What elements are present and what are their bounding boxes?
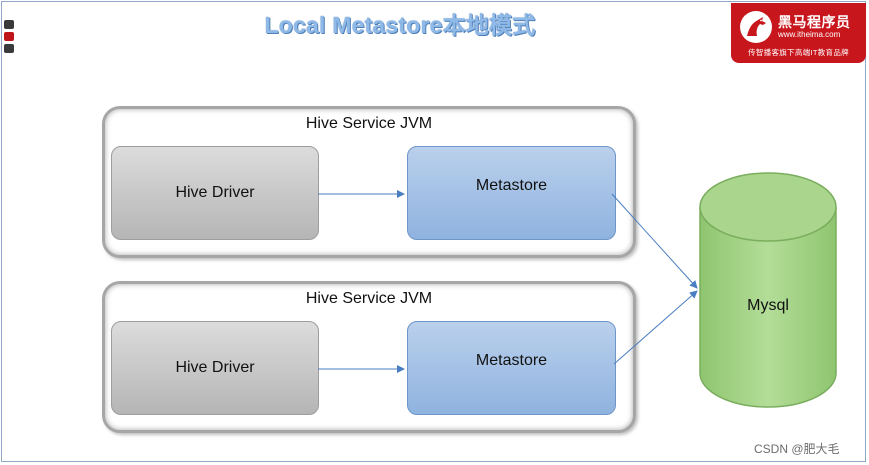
metastore-label: Metastore [475,352,548,369]
horse-logo-icon [740,11,772,43]
brand-name: 黑马程序员 [778,14,851,30]
watermark: CSDN @肥大毛 [754,442,840,456]
metastore-label: Metastore [475,177,548,194]
mysql-database-icon [699,172,837,408]
brand-logo: 黑马程序员 www.itheima.com 传智播客旗下高端IT教育品牌 [731,3,866,63]
brand-slogan: 传智播客旗下高端IT教育品牌 [748,48,849,57]
jvm-label: Hive Service JVM [305,115,433,132]
hive-driver-box: Hive Driver [111,321,319,415]
mysql-label: Mysql [747,297,789,314]
slide-tab-1[interactable] [4,20,14,29]
slide-nav-tabs [4,20,15,56]
jvm-label: Hive Service JVM [305,290,433,307]
slide-title: Local Metastore本地模式 [264,12,536,38]
jvm-box-1: Hive Service JVM Hive Driver Metastore [102,106,636,258]
arrow-metastore-1-to-mysql [611,193,698,289]
slide-tab-2[interactable] [4,32,14,41]
metastore-box: Metastore [407,146,616,240]
metastore-box: Metastore [407,321,616,415]
slide-tab-3[interactable] [4,44,14,53]
brand-url: www.itheima.com [778,30,841,39]
hive-driver-box: Hive Driver [111,146,319,240]
jvm-box-2: Hive Service JVM Hive Driver Metastore [102,281,636,433]
arrow-metastore-2-to-mysql [613,290,698,365]
